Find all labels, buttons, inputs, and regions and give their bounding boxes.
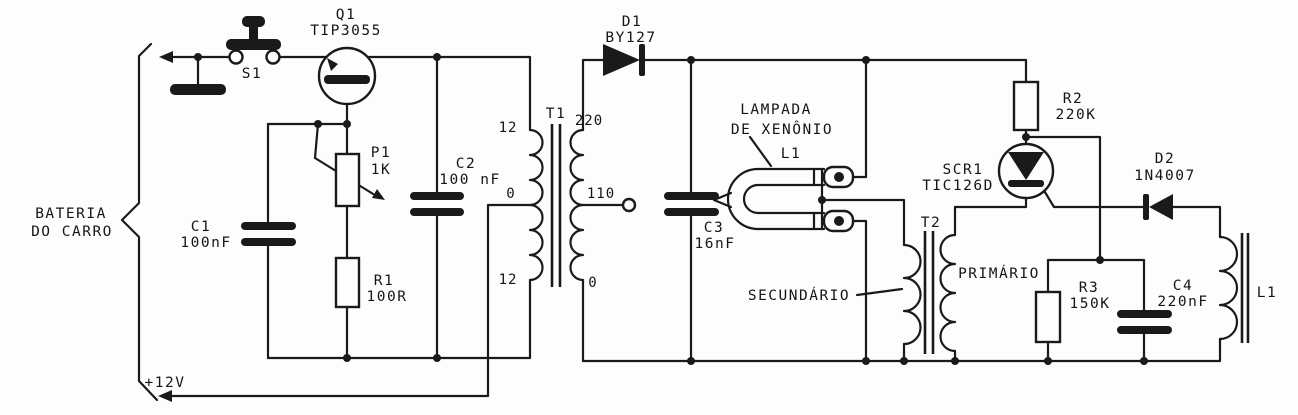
labels: BATERIA DO CARRO +12V S1 Q1 TIP3055 P1 1… xyxy=(31,7,1277,391)
d1-part: BY127 xyxy=(605,30,656,46)
diode-d2 xyxy=(1143,194,1173,220)
c4-value: 220nF xyxy=(1157,294,1208,310)
supply-arrow-icon xyxy=(158,390,172,402)
switch-s1 xyxy=(170,16,281,95)
lamp-label-line2: DE XENÔNIO xyxy=(731,120,833,138)
r1-value: 100R xyxy=(367,289,408,305)
resistor-r3-body xyxy=(1034,290,1062,344)
d2-part: 1N4007 xyxy=(1134,168,1195,184)
lamp-ref: L1 xyxy=(781,146,801,162)
transistor-base-bar xyxy=(324,75,370,84)
xenon-lamp xyxy=(712,165,855,233)
t1-tap-110: 110 xyxy=(587,186,615,202)
t2-primary-label: PRIMÁRIO xyxy=(958,265,1040,282)
c1-value: 100nF xyxy=(180,235,231,251)
t1-secondary-winding xyxy=(569,128,585,282)
capacitor-c1 xyxy=(241,222,296,246)
c2-value: 100 nF xyxy=(439,172,500,188)
q1-ref: Q1 xyxy=(336,7,356,23)
t1-tap-12-bottom: 12 xyxy=(499,272,518,288)
c3-value: 16nF xyxy=(695,236,736,252)
c4-ref: C4 xyxy=(1173,278,1193,294)
capacitor-c3 xyxy=(664,192,719,216)
scr1-part: TIC126D xyxy=(922,178,994,194)
capacitor-c4 xyxy=(1117,310,1172,334)
scr1-ref: SCR1 xyxy=(943,162,984,178)
lamp-glass-tip xyxy=(712,191,733,209)
potentiometer-p1-body xyxy=(334,152,361,208)
transformer-t1 xyxy=(528,124,637,287)
t2-secondary-winding xyxy=(902,243,922,346)
t1-core xyxy=(550,124,562,287)
d1-ref: D1 xyxy=(622,14,642,30)
q1-part: TIP3055 xyxy=(310,23,382,39)
battery-arrow-icon xyxy=(159,51,173,63)
l1-core xyxy=(1240,233,1250,343)
t1-tap-12-top: 12 xyxy=(499,120,518,136)
switch-terminal-left xyxy=(228,49,244,65)
p1-ref: P1 xyxy=(371,145,391,161)
emitter-arrow-icon xyxy=(327,58,338,71)
diode-d1 xyxy=(603,44,645,76)
battery-label-line2: DO CARRO xyxy=(31,224,113,240)
c1-ref: C1 xyxy=(191,219,211,235)
secondary-callout-line xyxy=(855,287,904,297)
button-cap xyxy=(242,16,265,27)
t1-tap-220: 220 xyxy=(575,113,603,129)
scr1-thyristor xyxy=(997,142,1055,200)
junction-dots xyxy=(194,53,1148,365)
r2-value: 220K xyxy=(1056,107,1097,123)
t1-tap-0-right: 0 xyxy=(588,275,597,291)
r2-ref: R2 xyxy=(1063,91,1083,107)
button-stem xyxy=(249,24,258,41)
d2-ref: D2 xyxy=(1155,151,1175,167)
resistor-r1-body xyxy=(334,256,361,309)
battery-label-line1: BATERIA xyxy=(35,206,107,222)
lamp-callout-line xyxy=(748,135,773,168)
t1-tap-0-left: 0 xyxy=(506,186,515,202)
button-bridge xyxy=(226,39,281,50)
l1-pickup-ref: L1 xyxy=(1257,285,1277,301)
r1-ref: R1 xyxy=(374,273,394,289)
supply-label: +12V xyxy=(145,375,186,391)
resistor-r2-body xyxy=(1012,80,1040,132)
t1-ref: T1 xyxy=(546,106,566,122)
capacitor-c2 xyxy=(410,192,464,216)
t2-primary-winding xyxy=(939,233,957,353)
t2-ref: T2 xyxy=(921,215,941,231)
p1-value: 1K xyxy=(371,162,391,178)
l1-winding xyxy=(1218,235,1239,341)
t2-secondary-label: SECUNDÁRIO xyxy=(748,287,850,304)
r3-value: 150K xyxy=(1070,296,1111,312)
r3-ref: R3 xyxy=(1079,280,1099,296)
lamp-label-line1: LAMPADA xyxy=(740,102,812,118)
c2-ref: C2 xyxy=(456,156,476,172)
transformer-t2 xyxy=(902,231,957,354)
switch-terminal-right xyxy=(265,49,281,65)
t1-110v-open-terminal xyxy=(621,197,637,213)
battery-line xyxy=(120,42,159,402)
wiper-arrow-icon xyxy=(372,189,385,200)
t2-core xyxy=(923,231,935,354)
s1-ref: S1 xyxy=(242,66,262,82)
c3-ref: C3 xyxy=(704,220,724,236)
transistor-q1 xyxy=(317,46,377,106)
pickup-coil-l1 xyxy=(1218,233,1250,343)
t1-primary-winding xyxy=(528,128,544,282)
chassis-bar xyxy=(170,84,226,95)
